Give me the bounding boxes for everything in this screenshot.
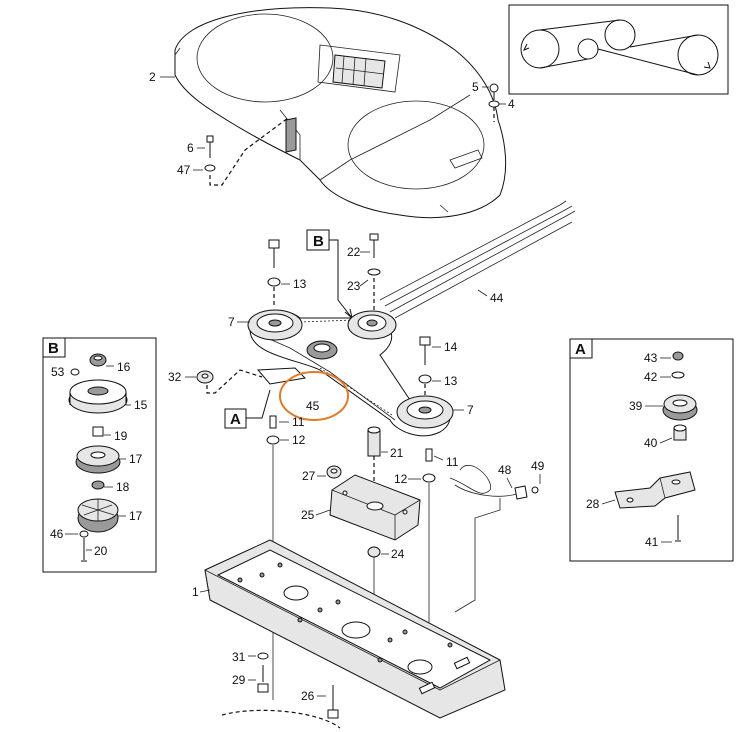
label-b17-lower: 17 xyxy=(129,509,143,523)
label-12-left: 12 xyxy=(292,433,306,447)
inset-b-title: B xyxy=(48,340,59,357)
label-12-right: 12 xyxy=(394,472,408,486)
label-a28: 28 xyxy=(586,497,600,511)
label-11-right: 11 xyxy=(446,455,459,469)
nut-32 xyxy=(196,369,263,394)
label-26: 26 xyxy=(301,689,315,703)
label-b19: 19 xyxy=(114,429,128,443)
label-a39: 39 xyxy=(629,399,643,413)
label-5: 5 xyxy=(472,80,479,94)
label-a41: 41 xyxy=(645,535,659,549)
label-22: 22 xyxy=(347,245,361,259)
label-25: 25 xyxy=(301,508,315,522)
screw-22 xyxy=(367,233,381,312)
label-4: 4 xyxy=(508,97,515,111)
label-11-left: 11 xyxy=(292,415,305,429)
label-13-right: 13 xyxy=(444,374,458,388)
nut-27 xyxy=(326,465,342,479)
belt-routing-diagram xyxy=(508,4,729,95)
label-45: 45 xyxy=(306,399,320,413)
label-b18: 18 xyxy=(116,480,130,494)
label-a40: 40 xyxy=(644,436,658,450)
callout-b-label: B xyxy=(313,233,324,250)
label-b17-upper: 17 xyxy=(129,452,143,466)
base-plate xyxy=(204,539,506,729)
label-27: 27 xyxy=(302,469,316,483)
label-13-top: 13 xyxy=(293,277,307,291)
cable-44 xyxy=(379,200,576,319)
label-1: 1 xyxy=(192,585,199,599)
label-b20: 20 xyxy=(94,544,108,558)
tensioner-bracket xyxy=(256,367,307,385)
screw-26 xyxy=(327,685,339,719)
label-48: 48 xyxy=(498,463,512,477)
bolt-14 xyxy=(418,336,432,398)
wire-48 xyxy=(449,464,539,613)
top-cover xyxy=(174,7,507,219)
label-2: 2 xyxy=(149,70,156,84)
label-b53: 53 xyxy=(51,365,65,379)
label-23: 23 xyxy=(347,279,361,293)
label-b15: 15 xyxy=(134,398,148,412)
bolt-13-top xyxy=(267,239,281,305)
inset-a xyxy=(569,338,734,562)
screw-6-47 xyxy=(204,117,289,186)
inset-a-title: A xyxy=(575,341,586,358)
label-7-left: 7 xyxy=(228,315,235,329)
callout-a-label: A xyxy=(230,411,241,428)
label-b16: 16 xyxy=(117,360,131,374)
label-29: 29 xyxy=(232,673,246,687)
label-a43: 43 xyxy=(644,351,658,365)
drive-belt-assembly xyxy=(247,309,454,437)
label-32: 32 xyxy=(168,370,182,384)
label-a42: 42 xyxy=(644,370,658,384)
label-6: 6 xyxy=(187,141,194,155)
highlight-circle-45 xyxy=(279,371,349,421)
label-31: 31 xyxy=(232,650,246,664)
label-7-right: 7 xyxy=(467,403,474,417)
label-b46: 46 xyxy=(50,527,64,541)
spacer-21 xyxy=(367,426,381,508)
label-14: 14 xyxy=(444,340,458,354)
plate-25 xyxy=(329,474,421,541)
label-21: 21 xyxy=(390,446,404,460)
label-44: 44 xyxy=(490,291,504,305)
screw-31-29 xyxy=(257,652,269,693)
inset-b xyxy=(42,337,157,573)
label-24: 24 xyxy=(391,547,405,561)
label-47: 47 xyxy=(177,163,191,177)
label-49: 49 xyxy=(531,459,545,473)
